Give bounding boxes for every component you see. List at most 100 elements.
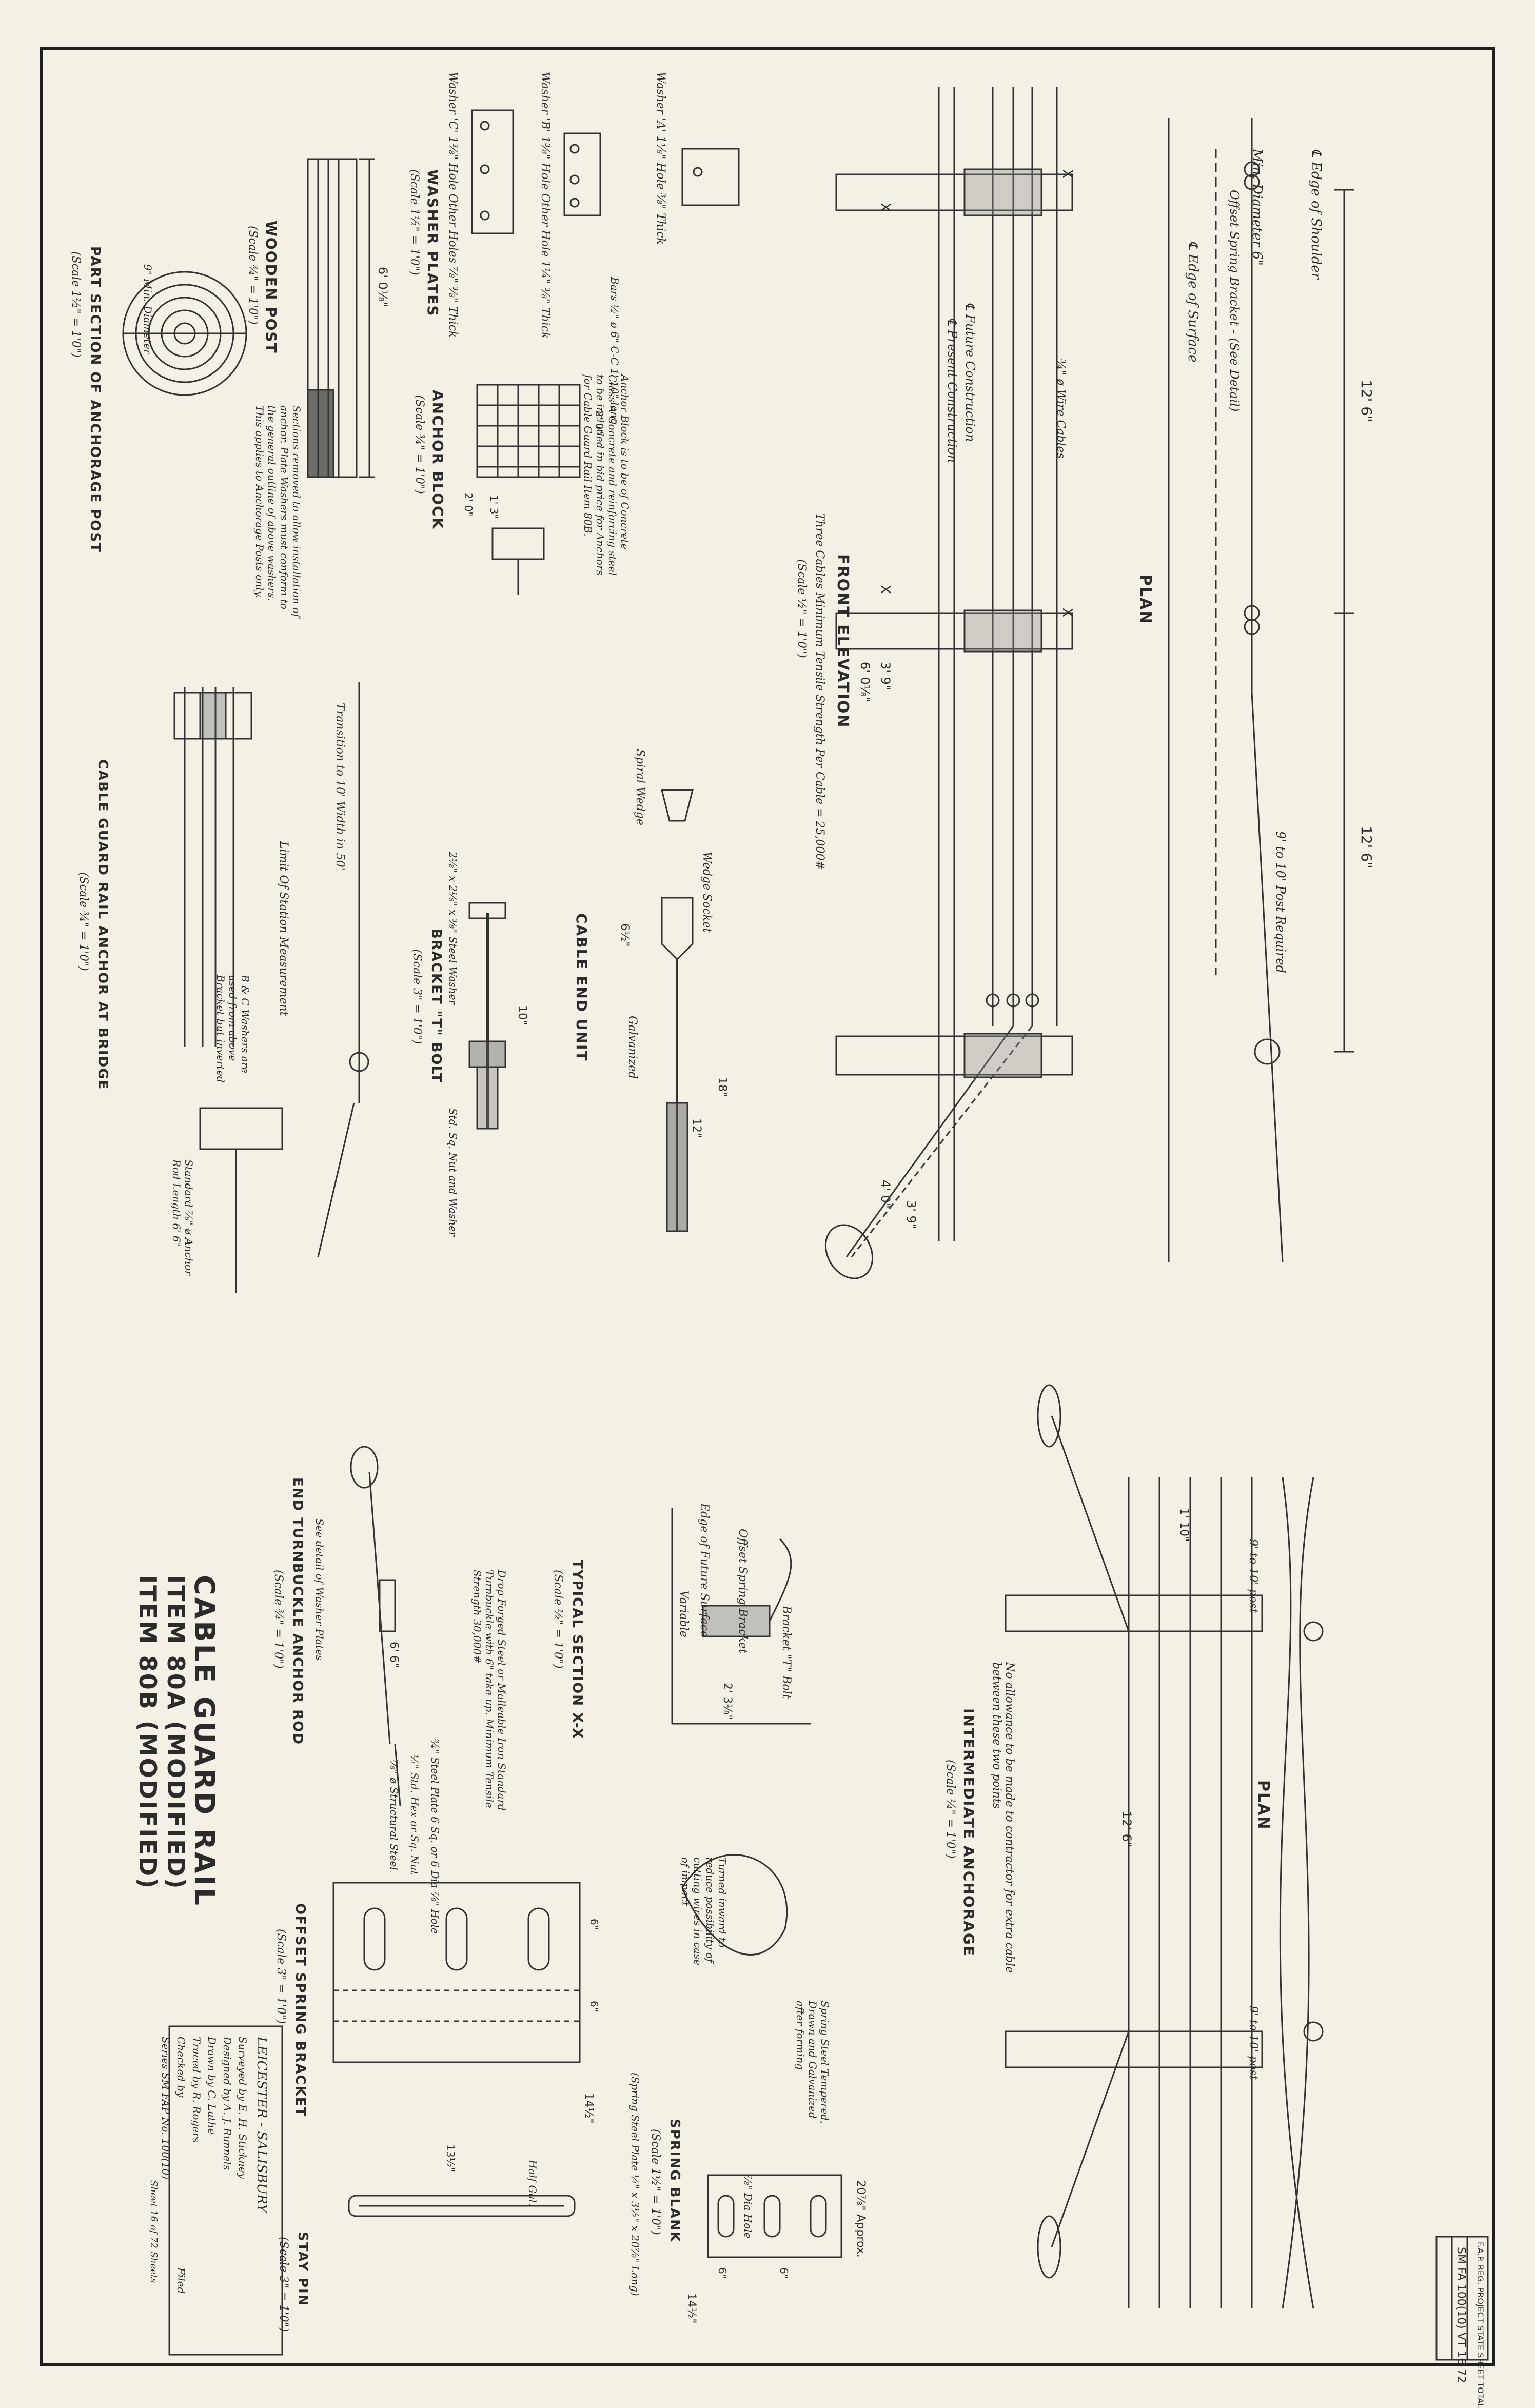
- label-offset-spring-note: Offset Spring Bracket - (See Detail): [1227, 190, 1242, 412]
- dim-20: 20⅞" Approx.: [854, 2180, 867, 2258]
- plan-bottom-title: PLAN: [1254, 1780, 1272, 1830]
- intermediate-anchorage-title: INTERMEDIATE ANCHORAGE: [960, 1708, 977, 1957]
- anchor-at-bridge-drawing: [173, 682, 369, 1293]
- title-block-traced: Traced by R. Rogers: [190, 2037, 203, 2143]
- label-bc-washers: B & C Washers are used from above Bracke…: [214, 975, 251, 1083]
- dim-12: 12": [690, 1118, 703, 1138]
- label-future-construction: ℄ Future Construction: [963, 303, 977, 442]
- label-min-diameter: Min. Diameter 6": [1249, 149, 1265, 266]
- dim-12-6-c: 12' 6": [1119, 1811, 1134, 1848]
- anchor-bridge-scale: (Scale ¾" = 1'0"): [77, 872, 90, 971]
- label-half-ga: Half Gal.: [526, 2160, 539, 2206]
- label-sections-removed: Sections removed to allow installation o…: [253, 405, 303, 618]
- end-turnbuckle-drawing: [350, 1446, 401, 1806]
- front-elevation-scale: (Scale ½" = 1'0"): [795, 559, 808, 658]
- label-wedge-socket: Wedge Socket: [700, 852, 713, 933]
- front-elevation-drawing: [824, 87, 1073, 1279]
- dim-6a: 6": [588, 1919, 600, 1930]
- part-section-scale: (Scale 1½" = 1'0"): [69, 251, 82, 358]
- dim-2-0b: 2' 0": [462, 492, 475, 517]
- label-transition: Transition to 10' Width in 50': [333, 703, 346, 871]
- dim-1-3: 1' 3": [488, 495, 500, 519]
- label-wire-cables: ¾" ø Wire Cables: [1054, 359, 1067, 459]
- label-min-diameter-9: 9" Min. Diameter: [142, 264, 154, 354]
- anchor-block-drawing: [476, 384, 581, 595]
- wooden-post-drawing: [307, 158, 375, 478]
- washer-plates-scale: (Scale 1½" = 1'0"): [408, 169, 421, 275]
- label-post-required: 9' to 10' Post Required: [1273, 831, 1288, 974]
- stay-pin-scale: (Scale 3" = 1'0"): [277, 2237, 290, 2332]
- bracket-bolt-scale: (Scale 3" = 1'0"): [410, 949, 423, 1044]
- label-spring-steel: Spring Steel Tempered, Drawn and Galvani…: [794, 2001, 831, 2124]
- dim-6-6: 6' 6": [387, 1642, 400, 1668]
- label-turned-inward: Turned inward to reduce possibility of c…: [679, 1857, 729, 1965]
- anchor-block-scale: (Scale ¾" = 1'0"): [413, 395, 426, 494]
- label-t-bolt-washer: 2⅛" x 2⅛" x ⅜" Steel Washer: [447, 852, 459, 1005]
- main-title-3: ITEM 80B (MODIFIED): [134, 1575, 162, 1890]
- label-dia-hole: ⅞" Dia Hole: [742, 2175, 754, 2239]
- end-turnbuckle-title: END TURNBUCKLE ANCHOR ROD: [290, 1477, 305, 1745]
- main-title-2: ITEM 80A (MODIFIED): [162, 1575, 190, 1890]
- label-washer-c: Washer 'C' 1⅜" Hole Other Holes ⅞" ⅜" Th…: [446, 72, 459, 338]
- plan-top-title: PLAN: [1136, 575, 1154, 625]
- label-half-hex: ½" Std. Hex or Sq. Nut: [408, 1754, 421, 1875]
- dim-12-6-b: 12' 6": [1358, 826, 1375, 869]
- title-block-frame: [168, 2025, 1489, 2361]
- label-offset-spring: Offset Spring Bracket: [736, 1529, 749, 1654]
- label-post-9-10-b: 9' to 10' post: [1247, 2006, 1260, 2080]
- typical-section-scale: (Scale ½" = 1'0"): [552, 1570, 564, 1669]
- dim-18: 18": [716, 1077, 729, 1097]
- label-spiral-wedge: Spiral Wedge: [634, 749, 646, 825]
- stay-pin-drawing: [348, 2195, 576, 2217]
- cable-end-unit-drawing: [661, 789, 694, 1232]
- label-standard-anchor: Standard ⅞" ø Anchor Rod Length 6' 6": [170, 1159, 195, 1276]
- label-variable: Variable: [677, 1590, 690, 1637]
- main-title-1: CABLE GUARD RAIL: [188, 1575, 221, 1908]
- label-std-nut: Std. Sq. Nut and Washer: [447, 1108, 459, 1237]
- title-block-checked: Checked by: [175, 2037, 187, 2098]
- anchor-block-note: Anchor Block is to be of Concrete Class …: [582, 374, 631, 576]
- label-steel-plate: ¾" Steel Plate 6 Sq. or 6 Dia ⅞" Hole: [429, 1739, 441, 1934]
- label-post-9-10-a: 9' to 10' post: [1247, 1539, 1260, 1613]
- label-present-construction: ℄ Present Construction: [945, 318, 959, 463]
- anchor-block-title: ANCHOR BLOCK: [429, 390, 446, 530]
- dim-3-9: 3' 9": [878, 662, 893, 690]
- plan-top-drawing: [1168, 118, 1354, 1262]
- dim-12-6-a: 12' 6": [1358, 380, 1375, 422]
- dim-6b: 6": [588, 2001, 600, 2012]
- label-x-d: X: [877, 585, 893, 594]
- spring-blank-scale: (Scale 1½" = 1'0"): [649, 2129, 662, 2235]
- title-block-designed: Designed by A. J. Runnels: [221, 2037, 233, 2170]
- plan-bottom-drawing: [1005, 1384, 1324, 2309]
- label-edge-surface: ℄ Edge of Surface: [1185, 241, 1201, 363]
- spring-blank-drawing: [681, 1854, 842, 2258]
- label-x-b: X: [1059, 608, 1075, 617]
- title-block-location: LEICESTER - SALISBURY: [254, 2037, 269, 2213]
- cable-end-unit-title: CABLE END UNIT: [573, 913, 590, 1062]
- label-bars: Bars ½" ø 6" C-C 1' 10" long: [608, 277, 621, 425]
- dim-6d: 6": [778, 2267, 790, 2279]
- label-edge-future: Edge of Future Surface: [698, 1503, 711, 1637]
- typical-section-drawing: [671, 1508, 811, 1725]
- label-no-allowance: No allowance to be made to contractor fo…: [990, 1662, 1016, 1973]
- title-block-series: Series SM FAP No. 100(10): [160, 2037, 172, 2180]
- washer-plates-title: WASHER PLATES: [424, 169, 441, 317]
- label-x-c: X: [877, 203, 893, 212]
- part-section-drawing: [122, 271, 247, 396]
- end-turnbuckle-scale: (Scale ¾" = 1'0"): [272, 1570, 285, 1669]
- intermediate-anchorage-scale: (Scale ¼" = 1'0"): [944, 1760, 957, 1859]
- bracket-bolt-title: BRACKET "T" BOLT: [428, 929, 444, 1083]
- dim-6-0: 6' 0⅛": [858, 662, 872, 703]
- title-block-sheet: Sheet 16 of 72 Sheets: [148, 2180, 159, 2283]
- label-structural-steel: ⅞" ø Structural Steel: [388, 1760, 400, 1870]
- dim-6-half: 6½": [618, 923, 631, 947]
- front-elevation-note: Three Cables Minimum Tensile Strength Pe…: [813, 513, 826, 870]
- dim-2-0: 2' 0": [593, 410, 605, 435]
- stay-pin-title: STAY PIN: [295, 2232, 310, 2307]
- label-galvanized: Galvanized: [626, 1016, 639, 1079]
- label-bracket-t-bolt: Bracket "T" Bolt: [780, 1606, 793, 1699]
- stamp-line-2: SM FA 100(10) VT 16 72: [1454, 2247, 1467, 2383]
- washer-plates-drawing: [471, 109, 740, 234]
- title-block-filed: Filed: [175, 2267, 187, 2294]
